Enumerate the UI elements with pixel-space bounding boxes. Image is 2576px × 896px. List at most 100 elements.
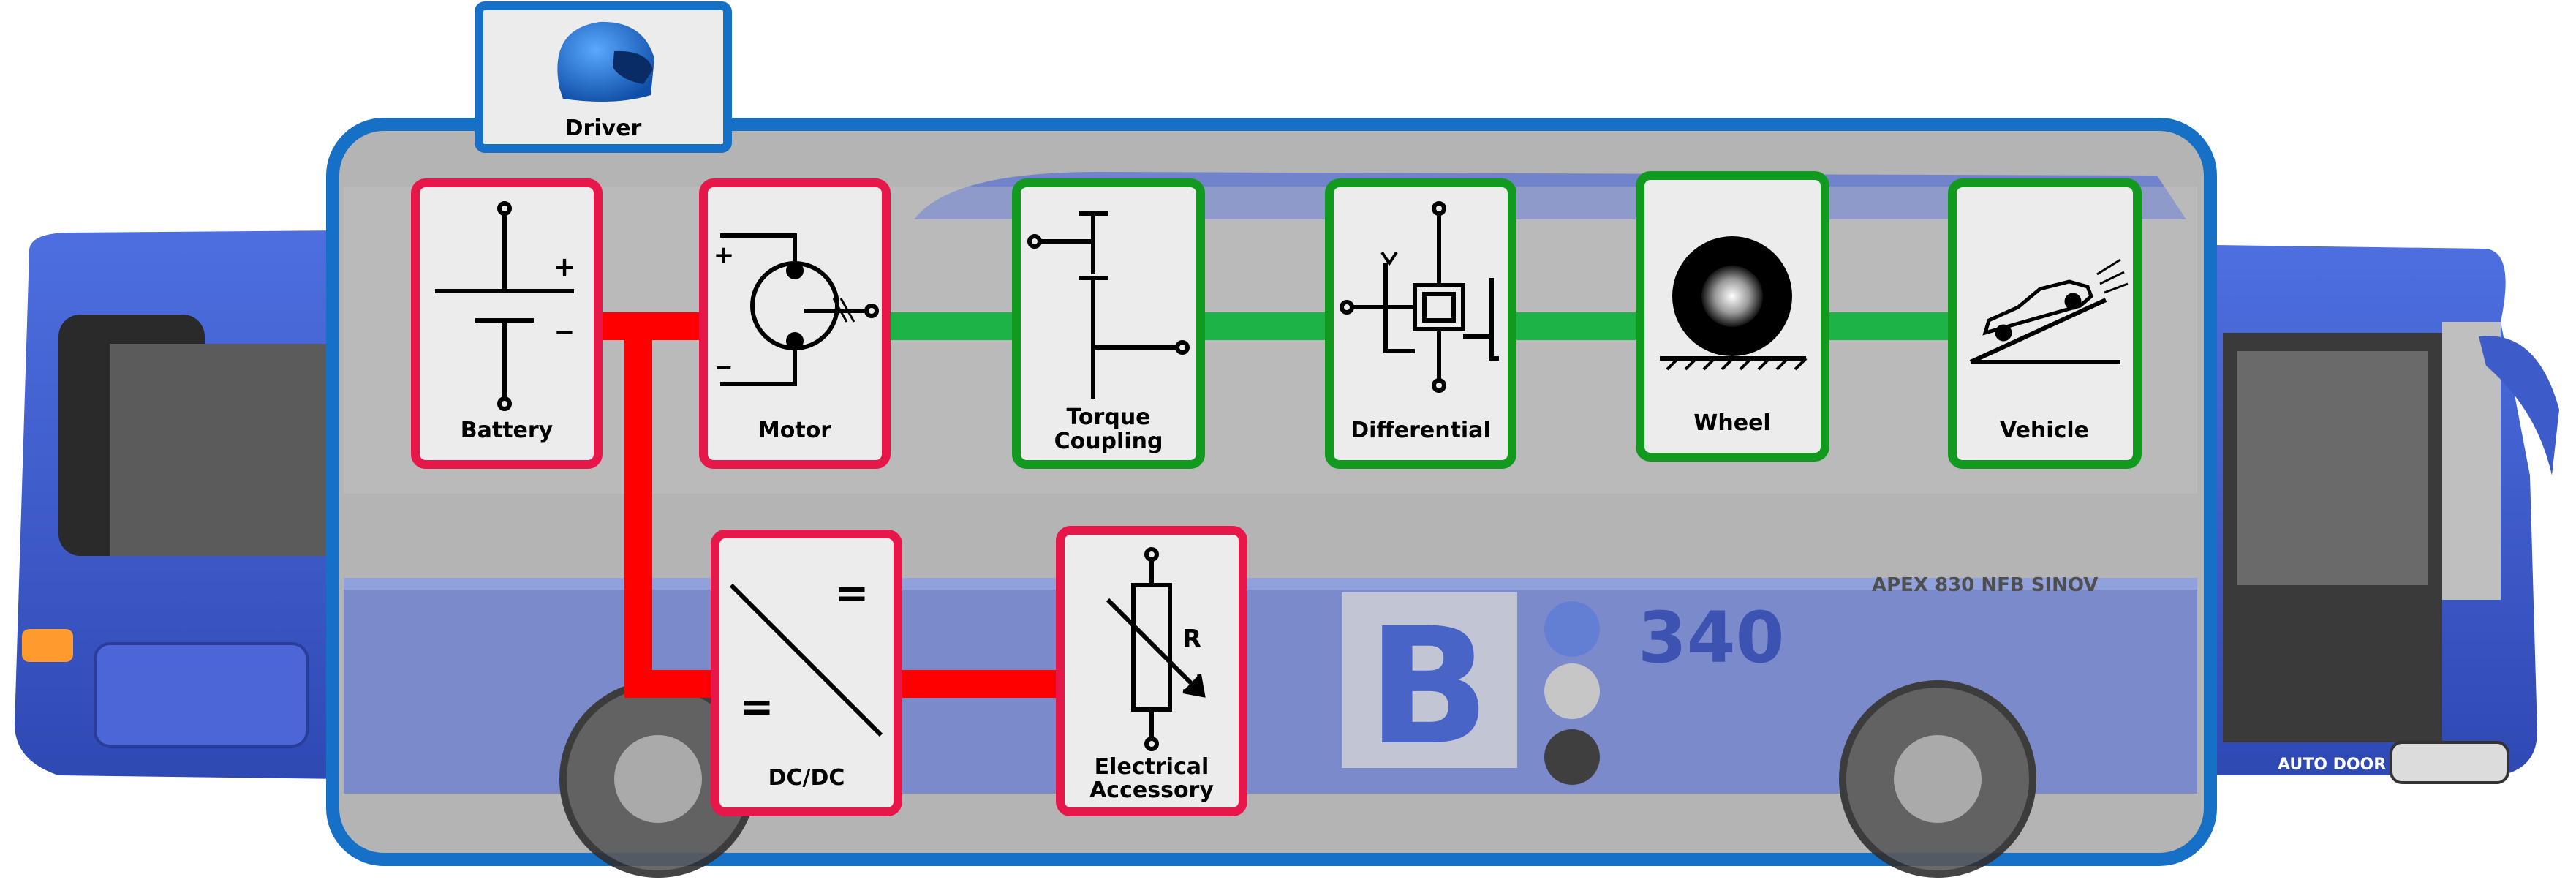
- battery-terminal-bottom: [497, 396, 512, 411]
- differential-box: [1325, 178, 1516, 469]
- motor-plus-sign: +: [714, 241, 735, 270]
- battery-icon: [435, 201, 574, 411]
- motor-block: + − Motor: [699, 178, 891, 469]
- motor-label: Motor: [758, 418, 831, 443]
- bus-signal-light-2: [1544, 663, 1600, 719]
- torque-coupling-block: Torque Coupling: [1012, 178, 1205, 469]
- bus-letter: B: [1367, 593, 1490, 780]
- wheel-hatch-3: [1702, 357, 1716, 371]
- bus-rear-window: [2237, 351, 2428, 585]
- torque-coupling-icon: [1027, 211, 1190, 399]
- dcdc-symbol-bottom: =: [740, 683, 774, 731]
- wheel-hatch-5: [1739, 357, 1753, 371]
- driver-block: Driver: [475, 1, 732, 153]
- diff-top-terminal: [1432, 201, 1446, 216]
- variable-resistor-icon: [1106, 547, 1206, 751]
- dcdc-label: DC/DC: [768, 765, 845, 791]
- bus-signal-light-3: [1544, 729, 1600, 785]
- bus-to-dcdc-link: [624, 326, 717, 698]
- diff-right-gear: [1489, 278, 1499, 361]
- bus-ghost-roof: [914, 172, 2186, 219]
- accessory-box: [1056, 526, 1247, 816]
- battery-plus-sign: +: [553, 251, 576, 283]
- wheel-block: Wheel: [1636, 171, 1829, 462]
- differential-block: Differential: [1325, 178, 1516, 469]
- vehicle-slope-line: [1969, 298, 2107, 364]
- bus-model-text: APEX 830 NFB SINOV: [1872, 574, 2098, 596]
- wheel-ground-hatch: [1666, 357, 1808, 371]
- powertrain-frame: B 340 APEX 830 NFB SINOV: [326, 118, 2217, 878]
- resistor-terminal-top: [1144, 547, 1159, 562]
- accessory-label-line2: Accessory: [1089, 778, 1214, 803]
- bus-front-grille: [94, 642, 309, 748]
- battery-block: + − Battery: [411, 178, 603, 469]
- vehicle-car-body: [1982, 279, 2093, 336]
- vehicle-box: [1948, 178, 2142, 469]
- torque-coupling-box: [1012, 178, 1205, 469]
- coupling-input-terminal: [1027, 234, 1042, 249]
- wheel-hatch-1: [1666, 357, 1680, 371]
- driver-label: Driver: [565, 116, 642, 141]
- coupling-output-terminal: [1175, 340, 1190, 355]
- bus-front-window: [110, 344, 344, 556]
- vehicle-label: Vehicle: [2000, 418, 2089, 443]
- wheel-hatch-7: [1775, 357, 1789, 371]
- bus-rear-bumper: [2390, 741, 2509, 784]
- battery-terminal-top: [497, 201, 512, 216]
- diff-bottom-terminal: [1432, 378, 1446, 393]
- motor-box: [699, 178, 891, 469]
- motor-lead-top: [720, 233, 797, 271]
- bus-ghost-b-panel: [1342, 592, 1517, 768]
- wheel-hub: [1701, 266, 1763, 327]
- helmet-visor: [613, 50, 653, 84]
- vehicle-block: Vehicle: [1948, 178, 2142, 469]
- bus-signal-light-1: [1544, 601, 1600, 657]
- accessory-symbol: R: [1182, 625, 1201, 654]
- diff-inner: [1422, 292, 1456, 323]
- bus-illustration: AUTO DOOR: [15, 230, 2559, 784]
- dcdc-block: = = DC/DC: [711, 530, 902, 816]
- wheel-hatch-2: [1684, 357, 1698, 371]
- resistor-arrow-head: [1182, 674, 1206, 698]
- helmet-shell: [557, 21, 654, 102]
- accessory-label-line1: Electrical: [1095, 754, 1209, 780]
- dcdc-box: [711, 530, 902, 816]
- motor-minus-sign: −: [714, 355, 733, 380]
- bus-route-number: 340: [1638, 597, 1784, 679]
- wheel-hatch-8: [1794, 357, 1808, 371]
- bus-front-light: [22, 629, 73, 662]
- vehicle-on-slope-icon: [1969, 258, 2129, 364]
- battery-label: Battery: [461, 418, 554, 443]
- wheel-label: Wheel: [1693, 410, 1770, 436]
- dcdc-converter-icon: [729, 583, 883, 737]
- wheel-hatch-6: [1757, 357, 1771, 371]
- motor-brush-top: [786, 262, 804, 279]
- dcdc-diagonal: [729, 583, 883, 737]
- diff-left-gear: [1383, 263, 1415, 353]
- torque-coupling-label-line2: Coupling: [1054, 429, 1163, 454]
- bus-wheel-left-hub: [614, 735, 702, 823]
- battery-minus-sign: −: [554, 317, 575, 347]
- bus-wheel-right-hub: [1894, 735, 1982, 823]
- differential-label: Differential: [1351, 418, 1490, 443]
- wheel-icon: [1660, 236, 1808, 371]
- motor-lead-bottom: [720, 341, 797, 386]
- motor-icon: [720, 233, 879, 386]
- motor-rotation-mark: [832, 298, 855, 323]
- wheel-hatch-4: [1721, 357, 1734, 371]
- dcdc-symbol-top: =: [835, 570, 869, 617]
- motor-shaft-end: [864, 304, 879, 318]
- vehicle-rear-wheel: [2064, 293, 2082, 310]
- electrical-accessory-block: R Electrical Accessory: [1056, 526, 1247, 816]
- vehicle-motion-lines: [2096, 258, 2129, 294]
- vehicle-front-wheel: [1995, 324, 2012, 342]
- diff-left-arrow: [1380, 251, 1398, 266]
- helmet-icon: [557, 21, 654, 102]
- bus-mirror: [2479, 336, 2559, 475]
- differential-icon: [1340, 201, 1499, 393]
- resistor-terminal-bottom: [1144, 737, 1159, 751]
- resistor-variable-arrow: [1106, 598, 1201, 693]
- bus-door-text: AUTO DOOR: [2278, 756, 2386, 774]
